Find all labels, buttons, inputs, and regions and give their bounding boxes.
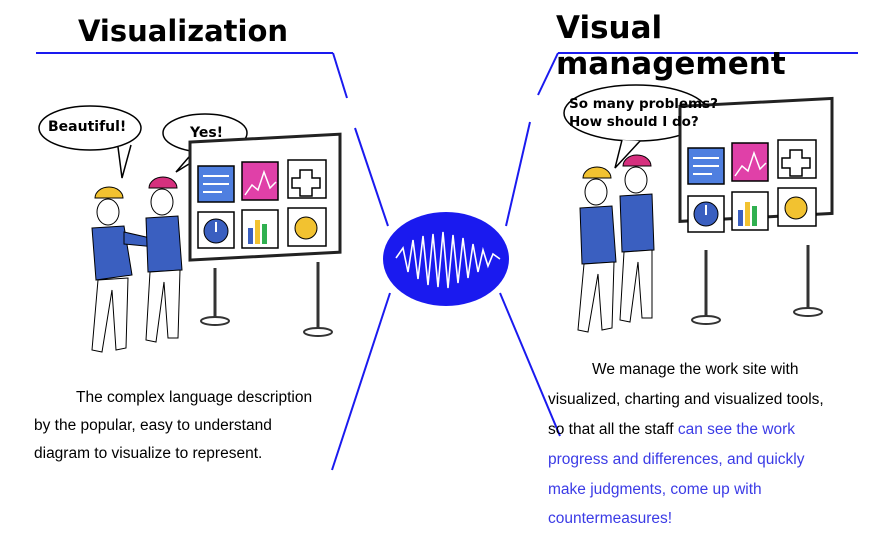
right-workers	[577, 154, 655, 333]
right-description-line-4-progress: progress	[548, 451, 609, 468]
speech-bubble-beautiful	[38, 105, 142, 179]
bubble-text-yes: Yes!	[190, 125, 224, 141]
left-description-line-3: diagram to visualize to represent.	[34, 445, 263, 462]
left-description-line-1: The complex language description	[76, 389, 313, 406]
right-description-line-1: We manage the work site with	[592, 361, 799, 378]
bubble-problems-line-2: How should I do?	[569, 114, 699, 130]
right-description-line-4-blue: and differences, and quickly	[612, 451, 805, 468]
right-visual-board	[678, 96, 834, 325]
bubble-text-beautiful: Beautiful!	[48, 119, 127, 135]
right-description-line-4: progress and differences, and quickly	[548, 446, 805, 474]
left-workers	[91, 176, 183, 353]
connector-lines	[331, 52, 561, 471]
right-description-line-6: countermeasures!	[548, 510, 673, 527]
right-description-line-3-black: so that all the staff	[548, 421, 674, 438]
center-wave-icon	[383, 212, 509, 306]
bubble-problems-line-1: So many problems?	[569, 96, 718, 112]
speech-bubble-problems	[563, 84, 709, 169]
left-description-line-2: by the popular, easy to understand	[34, 417, 272, 434]
right-description-line-3-blue: can see the work	[677, 421, 796, 438]
right-description-line-3: so that all the staff can see the work	[548, 416, 795, 444]
right-description-line-2: visualized, charting and visualized tool…	[548, 391, 824, 408]
bubble-text-problems: So many problems? How should I do?	[569, 95, 718, 131]
right-title: Visual management	[556, 10, 786, 82]
left-title: Visualization	[78, 14, 289, 48]
right-description-line-5: make judgments, come up with	[548, 481, 762, 498]
left-visual-board	[188, 132, 342, 337]
